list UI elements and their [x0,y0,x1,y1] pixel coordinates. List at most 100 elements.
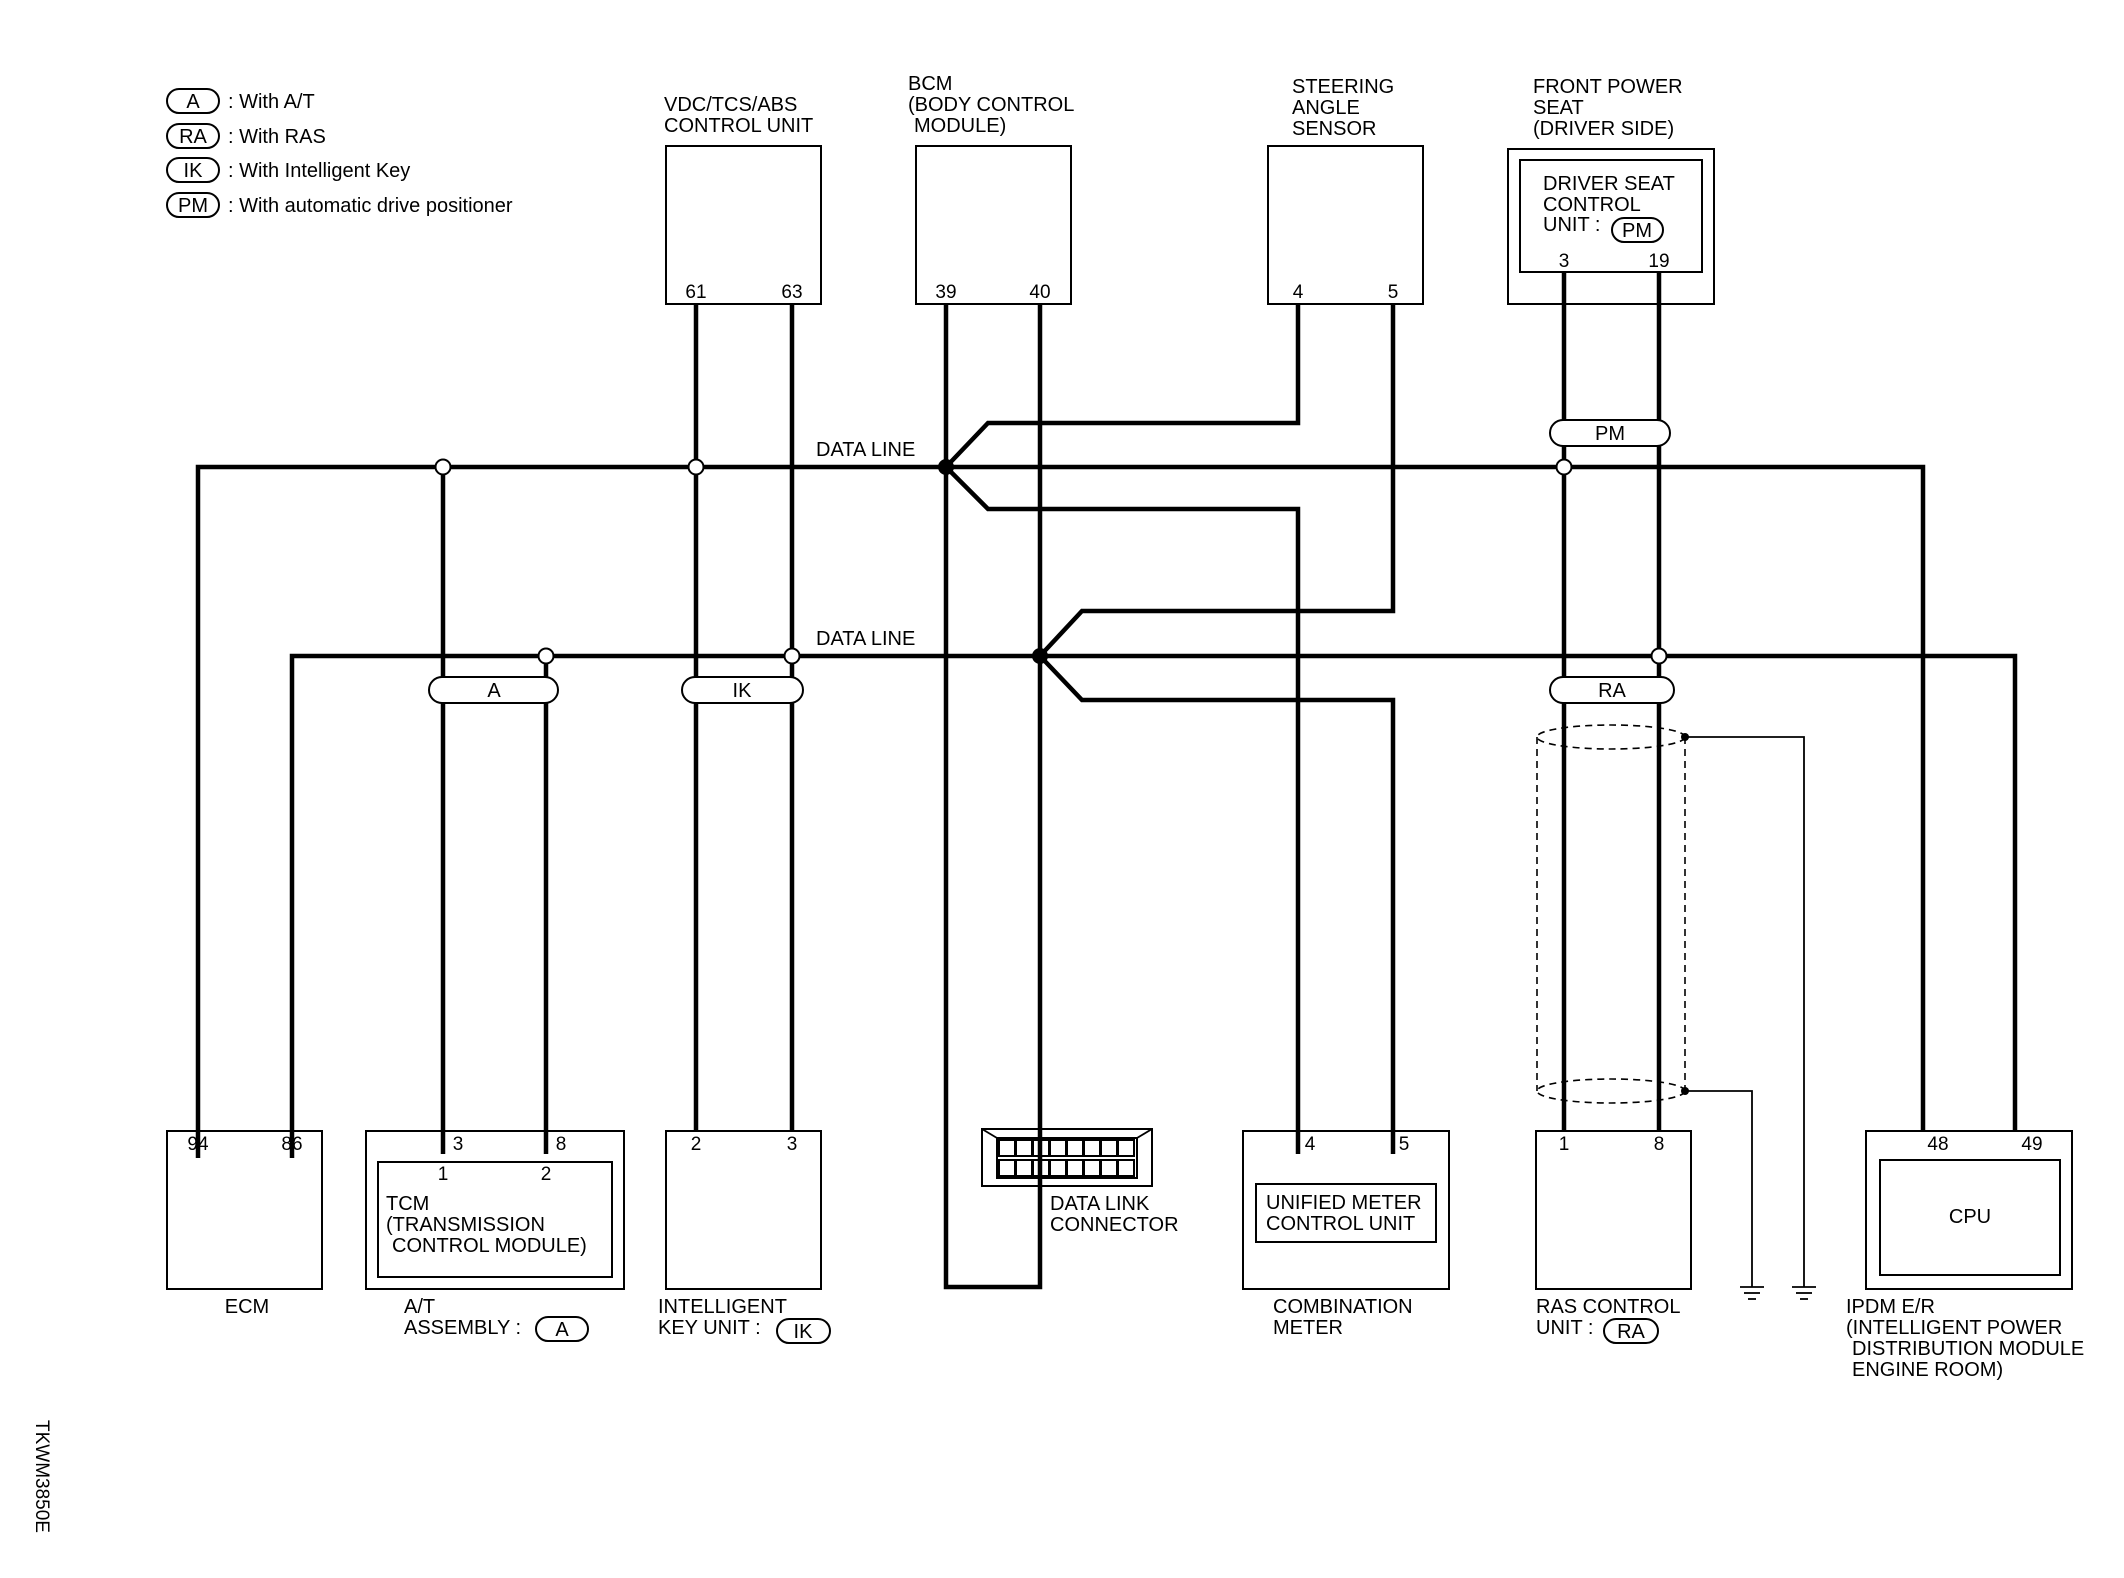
unit-box [915,145,1072,305]
unit-label-line: (DRIVER SIDE) [1533,118,1674,140]
pin-number: 4 [1293,282,1304,303]
data-line-label: DATA LINE [816,628,915,650]
connector-housing [981,1128,1153,1187]
steering-angle-sensor: STEERING ANGLE SENSOR 4 5 [1267,76,1424,305]
unit-label-line: RAS CONTROL [1536,1296,1680,1318]
splice-point [687,458,705,476]
pin-number: 61 [685,282,706,303]
option-marker-a: A [428,676,559,704]
junction-point [938,459,954,475]
pin-number: 2 [541,1164,552,1185]
pin-number: 40 [1029,282,1050,303]
unit-label-line: FRONT POWER [1533,76,1683,98]
option-code: A [487,680,501,702]
inner-label-line: TCM [386,1193,429,1215]
option-pill [1549,676,1675,704]
unit-label-line: MODULE) [914,115,1006,137]
unified-meter-control-unit-box [1255,1183,1437,1243]
unit-label-line: INTELLIGENT [658,1296,787,1318]
pin-number: 3 [453,1134,464,1155]
unit-label-line: A/T [404,1296,435,1318]
shield-drain-wire [1685,1090,1753,1287]
splice-point [783,647,801,665]
unit-label-line: CONNECTOR [1050,1214,1179,1236]
data-line-high-wire [195,464,1926,1158]
meter-pin4-wire [944,465,1301,1154]
data-link-connector: DATA LINK CONNECTOR [981,1128,1179,1236]
legend-text: : With RAS [228,126,326,148]
inner-label-line: CONTROL MODULE) [392,1235,587,1257]
legend: A : With A/T RA : With RAS IK : With Int… [166,88,513,218]
option-marker-ik: IK [681,676,804,704]
legend-text: : With A/T [228,91,315,113]
pin-number: 39 [935,282,956,303]
pin-number: 2 [691,1134,702,1155]
inner-label-line: CONTROL [1543,194,1641,216]
intelligent-key-unit: 2 3 INTELLIGENT KEY UNIT : IK [658,1130,831,1344]
inner-label-line: CPU [1949,1206,1991,1228]
unit-label-line: DISTRIBUTION MODULE [1852,1338,2084,1360]
legend-item-a: A : With A/T [166,88,315,114]
option-code: PM [1622,220,1652,242]
pin-number: 94 [187,1134,209,1155]
unit-label-line: COMBINATION [1273,1296,1413,1318]
unit-box [365,1130,625,1290]
wires [195,272,2018,1290]
inner-label-line: CONTROL UNIT [1266,1213,1415,1235]
legend-code-pill [166,123,220,149]
pin-number: 49 [2021,1134,2042,1155]
legend-item-ra: RA : With RAS [166,123,326,149]
shield-wire [1536,724,1805,1287]
pin-number: 1 [438,1164,449,1185]
inner-label-line: UNIT : [1543,214,1600,236]
unit-box [1507,148,1715,305]
option-pill [681,676,804,704]
pin-number: 86 [281,1134,302,1155]
combination-meter: 4 5 UNIFIED METER CONTROL UNIT COMBINATI… [1242,1130,1450,1339]
front-power-seat-driver-side: FRONT POWER SEAT (DRIVER SIDE) DRIVER SE… [1507,76,1715,305]
pin-number: 8 [1654,1134,1665,1155]
unit-label-line: ENGINE ROOM) [1852,1359,2003,1381]
option-code: IK [794,1321,814,1343]
pin-number: 5 [1388,282,1399,303]
ecm: 94 86 ECM [166,1130,323,1318]
unit-box [665,145,822,305]
unit-label-line: VDC/TCS/ABS [664,94,797,116]
inner-label-line: (TRANSMISSION [386,1214,545,1236]
unit-label-line: (BODY CONTROL [908,94,1074,116]
pin-number: 8 [556,1134,567,1155]
unit-label-line: CONTROL UNIT [664,115,813,137]
legend-code-pill [166,192,220,218]
unit-label-line: UNIT : [1536,1317,1593,1339]
connector-face [996,1137,1138,1179]
legend-code-pill [166,157,220,183]
pin-number: 19 [1648,251,1669,272]
pin-number: 5 [1399,1134,1410,1155]
option-code-pill [1611,217,1664,243]
unit-label-line: (INTELLIGENT POWER [1846,1317,2062,1339]
unit-box [1267,145,1424,305]
junctions [434,458,1668,665]
legend-code-pill [166,88,220,114]
option-marker-pm: PM [1549,419,1671,447]
ground-icon [1792,1286,1816,1300]
option-code-pill [776,1318,831,1344]
connector-pins-top [998,1139,1135,1157]
legend-code: RA [179,126,207,148]
option-code-pill [1603,1318,1659,1344]
option-markers: PM A IK RA [428,419,1675,704]
connector-pins-bottom [998,1159,1135,1177]
unit-label-line: KEY UNIT : [658,1317,761,1339]
legend-code: PM [178,195,208,217]
unit-label-line: DATA LINK [1050,1193,1150,1215]
option-code-pill [535,1316,589,1342]
unit-label-line: ASSEMBLY : [404,1317,521,1339]
unit-label-line: ANGLE [1292,97,1360,119]
bcm-dlc-wire [943,304,1043,1290]
option-code: A [555,1319,569,1341]
driver-seat-control-unit-box [1519,159,1703,273]
option-code: RA [1617,1321,1645,1343]
pin-number: 48 [1927,1134,1948,1155]
pin-number: 1 [1559,1134,1570,1155]
splice-point [1650,647,1668,665]
